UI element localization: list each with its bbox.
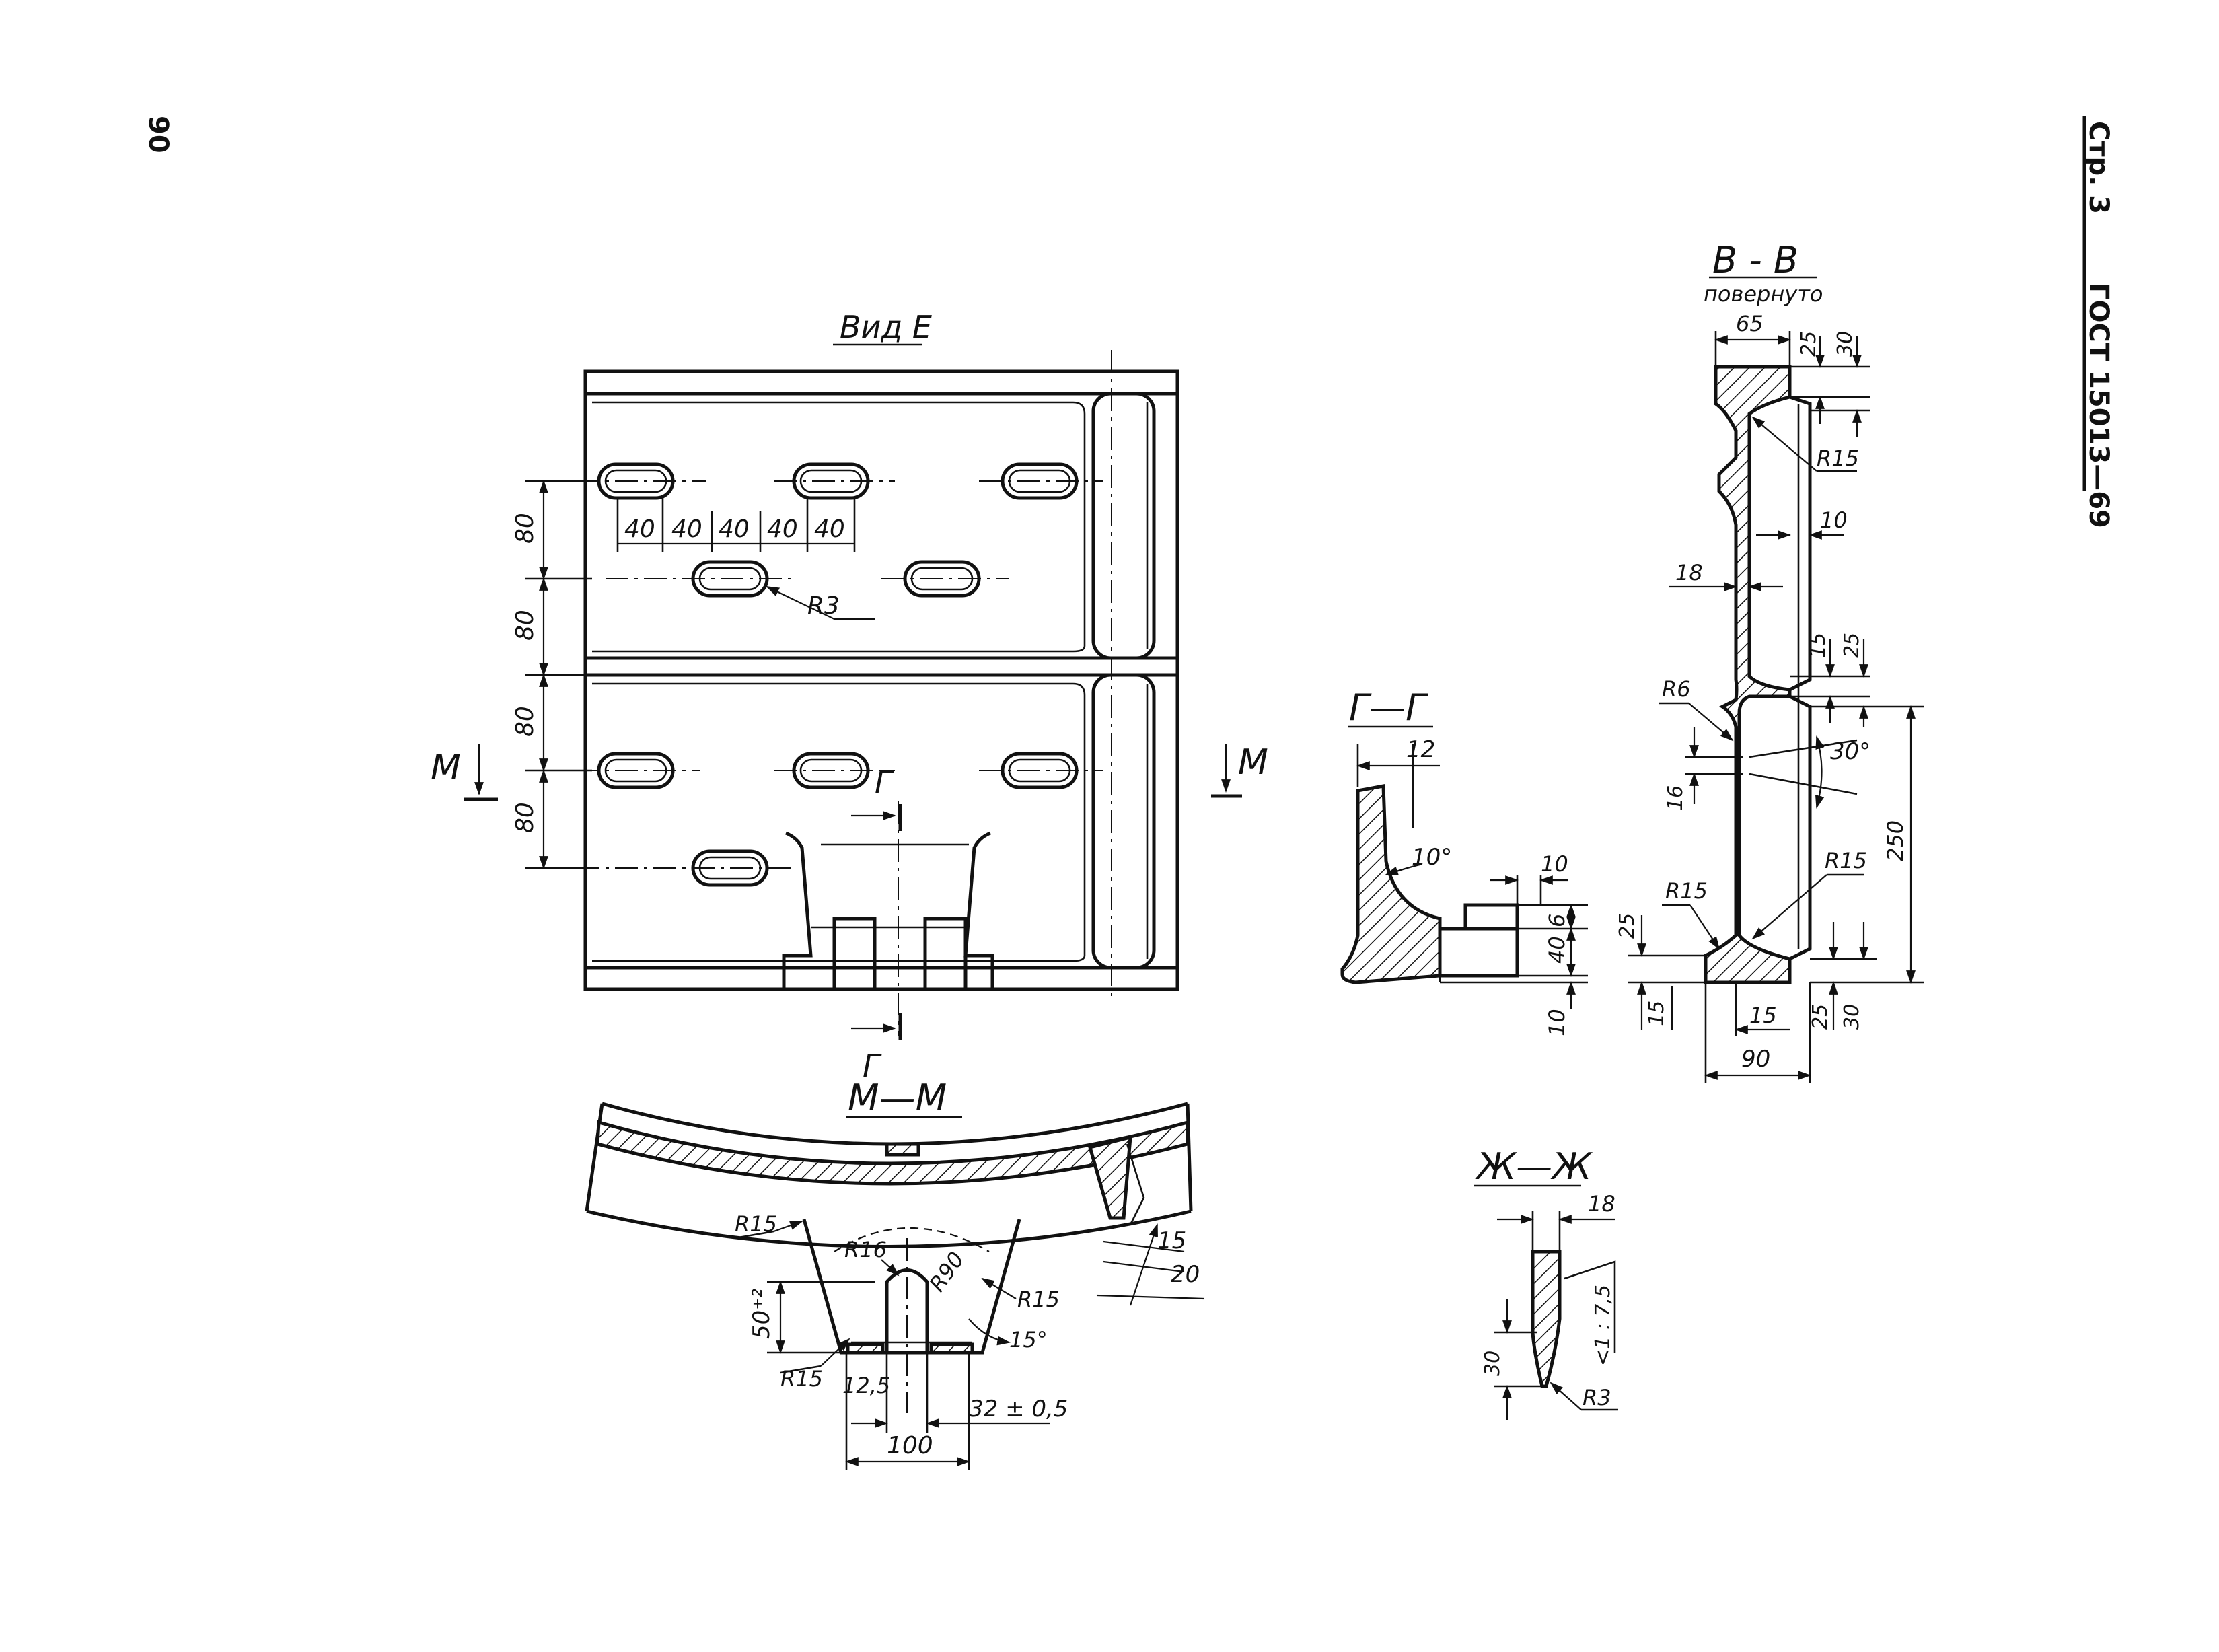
dim-gg-d6: 6 bbox=[1544, 914, 1570, 927]
view-e: Вид Е bbox=[511, 309, 1179, 1036]
dim-vv-r15-left: R15 bbox=[1665, 878, 1708, 904]
marker-g-top: Г bbox=[875, 764, 894, 800]
section-m-m-title: М—М bbox=[848, 1077, 947, 1119]
section-marker-g-bottom: Г bbox=[851, 1013, 902, 1084]
slot-row-3 bbox=[538, 752, 1103, 789]
dim-vv-d25-bot: 25 bbox=[1809, 1004, 1832, 1030]
dim-vv-d250: 250 bbox=[1883, 820, 1908, 861]
page-header: Стр. 3 ГОСТ 15013—69 bbox=[2082, 116, 2114, 528]
dim-vv-r15-top: R15 bbox=[1817, 445, 1859, 471]
dim-vv-d30-top: 30 bbox=[1833, 331, 1857, 357]
dim-mm-d20: 20 bbox=[1171, 1261, 1200, 1288]
dim-vv-d25-top: 25 bbox=[1797, 331, 1821, 357]
section-marker-g-top: Г bbox=[851, 764, 902, 831]
section-g-g: Г—Г 12 10° 10 6 40 10 bbox=[1340, 686, 1588, 1036]
section-v-v-note: повернуто bbox=[1704, 281, 1823, 307]
section-v-v-title: В - В bbox=[1712, 239, 1798, 281]
marker-m-left: М bbox=[431, 748, 461, 788]
dim-vv-d15: 15 bbox=[1807, 633, 1830, 658]
dim-mm-h: 50⁺² bbox=[748, 1289, 775, 1339]
dim-view-e-s3: 40 bbox=[719, 515, 750, 543]
dim-mm-r15-right: R15 bbox=[1017, 1287, 1060, 1312]
dim-vv-d25-left: 25 bbox=[1615, 913, 1639, 939]
section-marker-m-right: М bbox=[1211, 742, 1268, 798]
dim-view-e-s2: 40 bbox=[671, 515, 702, 543]
dim-mm-r15-left: R15 bbox=[735, 1211, 777, 1237]
dim-zh-d18: 18 bbox=[1588, 1191, 1615, 1217]
dim-vv-d30-bot: 30 bbox=[1840, 1004, 1864, 1030]
dim-view-e-radius: R3 bbox=[807, 592, 840, 620]
marker-g-bottom: Г bbox=[863, 1048, 882, 1084]
dim-gg-d12: 12 bbox=[1406, 736, 1435, 763]
dim-vv-d10: 10 bbox=[1820, 507, 1848, 533]
dim-gg-d40: 40 bbox=[1544, 936, 1570, 964]
dim-mm-r15-bottom: R15 bbox=[780, 1366, 823, 1392]
dim-vv-d18: 18 bbox=[1675, 560, 1703, 585]
dim-mm-ang: 15° bbox=[1009, 1327, 1048, 1353]
section-m-m: М—М 50⁺² 100 bbox=[585, 1077, 1205, 1470]
section-zh-zh-title: Ж—Ж bbox=[1475, 1145, 1593, 1188]
dim-vv-d65: 65 bbox=[1736, 311, 1763, 336]
dim-zh-ang: <1 : 7,5 bbox=[1591, 1285, 1615, 1366]
header-standard: ГОСТ 15013—69 bbox=[2083, 283, 2114, 528]
dim-gg-d10-bot: 10 bbox=[1544, 1009, 1570, 1036]
dim-vv-r6: R6 bbox=[1662, 676, 1691, 702]
section-v-v: В - В повернуто 65 25 30 R15 10 18 bbox=[1615, 239, 1924, 1083]
dim-gg-ang: 10° bbox=[1412, 844, 1452, 871]
dim-view-e-h4: 80 bbox=[511, 802, 539, 833]
dim-vv-d25-mid: 25 bbox=[1840, 633, 1864, 658]
dim-view-e-h1: 80 bbox=[511, 513, 539, 544]
section-marker-m-left: М bbox=[431, 744, 498, 801]
dim-zh-d30: 30 bbox=[1481, 1351, 1504, 1376]
dim-mm-d125: 12,5 bbox=[842, 1373, 890, 1398]
page-number: 90 bbox=[143, 116, 174, 153]
slot-row-1 bbox=[538, 462, 1103, 500]
section-zh-zh: Ж—Ж 18 30 <1 : 7,5 R3 bbox=[1474, 1145, 1618, 1420]
dim-vv-r15-right: R15 bbox=[1825, 848, 1867, 873]
dim-vv-ang: 30° bbox=[1830, 738, 1870, 765]
dim-view-e-s5: 40 bbox=[814, 515, 845, 543]
slot-row-2 bbox=[606, 560, 1009, 598]
marker-m-right: М bbox=[1238, 742, 1268, 783]
dim-gg-d10-top: 10 bbox=[1541, 851, 1568, 877]
view-e-title: Вид Е bbox=[840, 309, 932, 345]
dim-view-e-h2: 80 bbox=[511, 610, 539, 641]
dim-vv-d90: 90 bbox=[1741, 1046, 1770, 1073]
dim-mm-r90: R90 bbox=[924, 1247, 969, 1296]
section-g-g-title: Г—Г bbox=[1349, 686, 1428, 729]
dim-vv-d15-left: 15 bbox=[1645, 1001, 1669, 1026]
dim-mm-d100: 100 bbox=[887, 1432, 933, 1460]
dim-vv-d16: 16 bbox=[1664, 785, 1687, 811]
dim-view-e-h3: 80 bbox=[511, 706, 539, 737]
dim-vv-d15-bot: 15 bbox=[1749, 1003, 1777, 1028]
dim-mm-d32: 32 ± 0,5 bbox=[969, 1396, 1068, 1423]
dim-view-e-s1: 40 bbox=[624, 515, 655, 543]
dim-mm-d15: 15 bbox=[1157, 1227, 1186, 1254]
dim-view-e-s4: 40 bbox=[767, 515, 798, 543]
header-page: Стр. 3 bbox=[2083, 121, 2114, 214]
dim-zh-radius: R3 bbox=[1583, 1385, 1611, 1410]
dim-mm-r16: R16 bbox=[844, 1237, 887, 1262]
